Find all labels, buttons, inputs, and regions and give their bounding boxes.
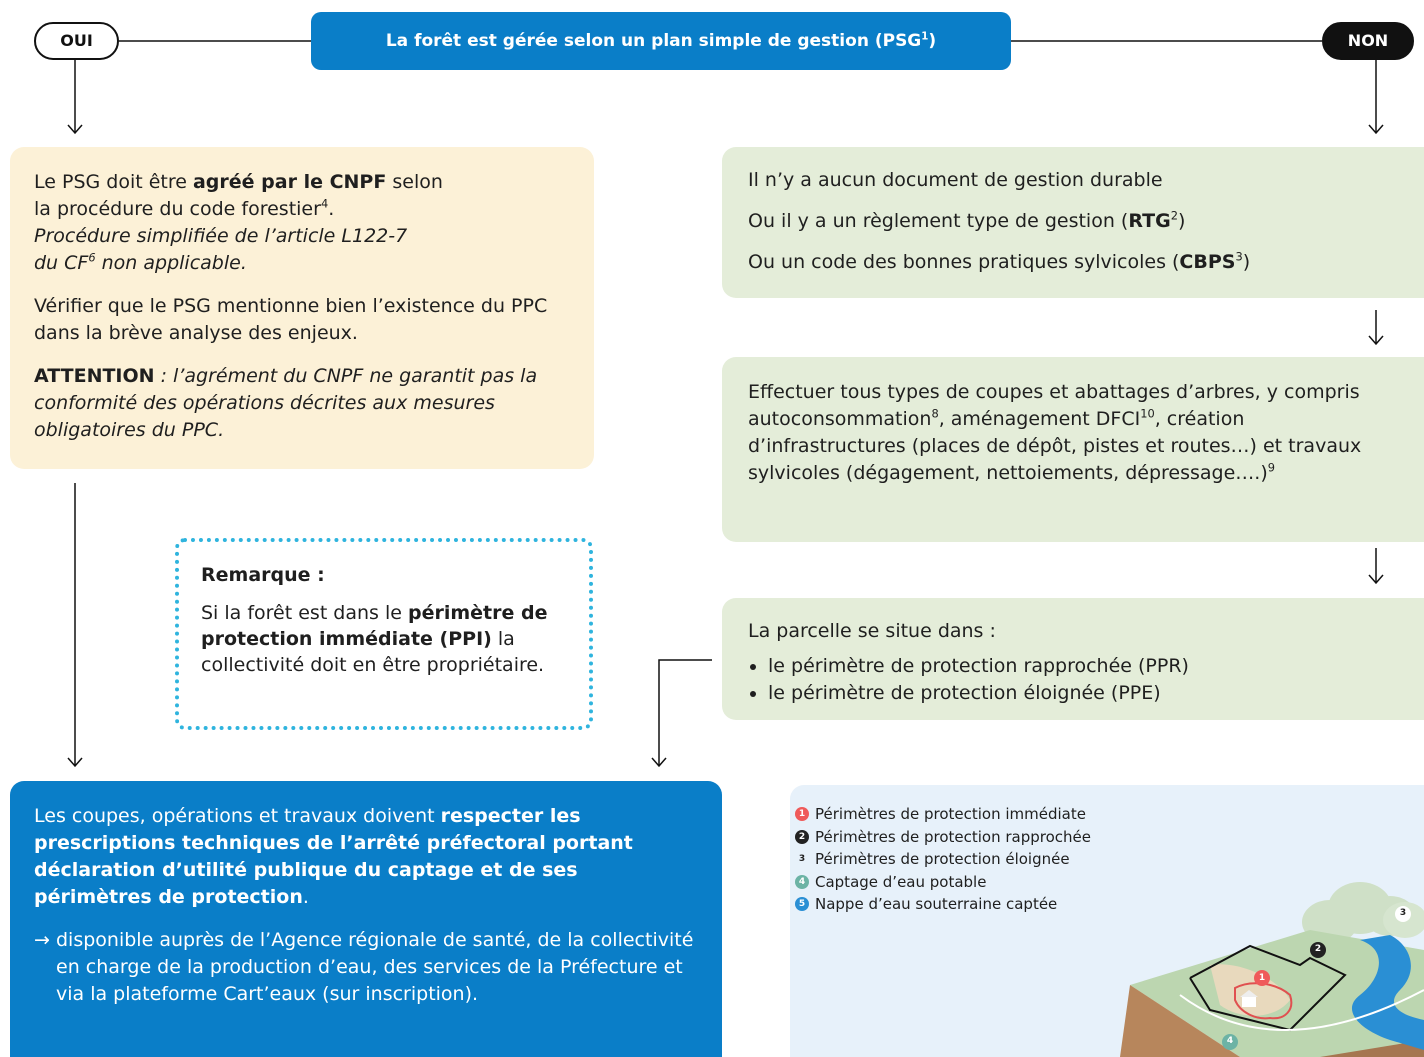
psg-paragraph-3: ATTENTION : l’agrément du CNPF ne garant… — [34, 363, 570, 444]
parcel-box: La parcelle se situe dans : le périmètre… — [722, 598, 1424, 720]
result-paragraph: Les coupes, opérations et travaux doiven… — [34, 803, 698, 911]
remark-box: Remarque : Si la forêt est dans le périm… — [175, 538, 593, 730]
legend-label: Captage d’eau potable — [815, 872, 987, 891]
remark-text: Si la forêt est dans le périmètre de pro… — [201, 600, 567, 678]
footnote-ref: 8 — [931, 406, 939, 421]
result-note: → disponible auprès de l’Agence régional… — [34, 927, 698, 1008]
footnote-ref: 9 — [1267, 460, 1275, 475]
parcel-list: le périmètre de protection rapprochée (P… — [748, 653, 1398, 707]
rtg-label: RTG — [1128, 210, 1171, 232]
oui-badge: OUI — [34, 22, 119, 60]
question-title: La forêt est gérée selon un plan simple … — [311, 12, 1011, 70]
no-doc-text: ) — [1242, 251, 1251, 273]
cbps-label: CBPS — [1179, 251, 1236, 273]
legend-item: 5 Nappe d’eau souterraine captée — [795, 893, 1091, 916]
captage-illustration — [1120, 882, 1424, 1057]
list-item: le périmètre de protection éloignée (PPE… — [768, 680, 1398, 707]
legend-label: Nappe d’eau souterraine captée — [815, 895, 1058, 913]
footnote-ref: 3 — [1235, 249, 1243, 264]
remark-part: la collectivité doit en être propriétair… — [201, 628, 545, 676]
no-document-box: Il n’y a aucun document de gestion durab… — [722, 147, 1424, 298]
works-part: , création d’infrastructures (places de … — [748, 408, 1362, 484]
list-item: le périmètre de protection rapprochée (P… — [768, 653, 1398, 680]
question-text: La forêt est gérée selon un plan simple … — [385, 31, 922, 51]
works-part: , aménagement DFCI — [938, 408, 1141, 430]
legend-item: 2 Périmètres de protection rapprochée — [795, 826, 1091, 849]
footnote-ref: 2 — [1170, 208, 1178, 223]
attention-text: : l’agrément du CNPF ne garantit pas la … — [34, 365, 538, 441]
parcel-intro: La parcelle se situe dans : — [748, 620, 996, 642]
psg-box: Le PSG doit être agréé par le CNPF selon… — [10, 147, 594, 469]
works-part: Effectuer tous types de coupes et abatta… — [748, 381, 1360, 430]
footnote-ref: 1 — [921, 31, 929, 43]
no-doc-line-1: Il n’y a aucun document de gestion durab… — [748, 169, 1163, 191]
psg-text: . — [328, 198, 335, 220]
result-text: . — [302, 886, 309, 908]
map-label-2: 2 — [1314, 944, 1322, 954]
works-box: Effectuer tous types de coupes et abatta… — [722, 357, 1424, 542]
footnote-ref: 4 — [320, 196, 329, 211]
psg-text: selon — [386, 171, 443, 193]
legend-number: 1 — [795, 807, 809, 822]
legend-number: 2 — [795, 829, 809, 844]
legend-number: 5 — [795, 897, 809, 912]
remark-bold: périmètre de protection immédiate (PPI) — [201, 602, 548, 650]
legend-item: 3 Périmètres de protection éloignée — [795, 848, 1091, 871]
no-doc-line-3: Ou un code des bonnes pratiques sylvicol… — [748, 249, 1398, 276]
psg-paragraph-1: Le PSG doit être agréé par le CNPF selon… — [34, 169, 570, 277]
works-text: Effectuer tous types de coupes et abatta… — [748, 379, 1398, 487]
legend-item: 1 Périmètres de protection immédiate — [795, 803, 1091, 826]
footnote-ref: 10 — [1140, 406, 1155, 421]
result-bold: respecter les prescriptions techniques d… — [34, 805, 633, 908]
psg-paragraph-2: Vérifier que le PSG mentionne bien l’exi… — [34, 295, 548, 344]
map-label-3: 3 — [1399, 908, 1407, 918]
psg-text: la procédure du code forestier — [34, 198, 321, 220]
psg-text: Le PSG doit être — [34, 171, 193, 193]
result-box: Les coupes, opérations et travaux doiven… — [10, 781, 722, 1057]
legend-label: Périmètres de protection rapprochée — [815, 827, 1091, 846]
legend-label: Périmètres de protection immédiate — [815, 805, 1086, 823]
question-end: ) — [928, 31, 937, 51]
psg-italic: Procédure simplifiée de l’article L122-7 — [34, 225, 408, 247]
legend-label: Périmètres de protection éloignée — [815, 850, 1070, 868]
remark-part: Si la forêt est dans le — [201, 602, 408, 624]
attention-label: ATTENTION — [34, 365, 155, 387]
remark-title: Remarque : — [201, 564, 325, 586]
legend-number: 3 — [798, 854, 806, 865]
legend-item: 4 Captage d’eau potable — [795, 871, 1091, 894]
no-doc-text: Ou il y a un règlement type de gestion ( — [748, 210, 1129, 232]
arrow-right-icon: → — [34, 929, 50, 951]
result-text: Les coupes, opérations et travaux doiven… — [34, 805, 441, 827]
footnote-ref: 6 — [88, 250, 96, 265]
psg-italic-text: du CF — [34, 252, 89, 274]
psg-italic-text: non applicable. — [95, 252, 247, 274]
non-badge: NON — [1322, 22, 1414, 60]
legend-number: 4 — [795, 874, 809, 889]
psg-italic: du CF6 non applicable. — [34, 252, 247, 274]
no-doc-line-2: Ou il y a un règlement type de gestion (… — [748, 208, 1398, 235]
map-label-4: 4 — [1226, 1036, 1234, 1046]
map-label-1: 1 — [1258, 973, 1266, 983]
result-note-text: disponible auprès de l’Agence régionale … — [56, 929, 694, 1005]
no-doc-text: ) — [1177, 210, 1186, 232]
no-doc-text: Ou un code des bonnes pratiques sylvicol… — [748, 251, 1180, 273]
psg-bold: agréé par le CNPF — [192, 171, 387, 193]
